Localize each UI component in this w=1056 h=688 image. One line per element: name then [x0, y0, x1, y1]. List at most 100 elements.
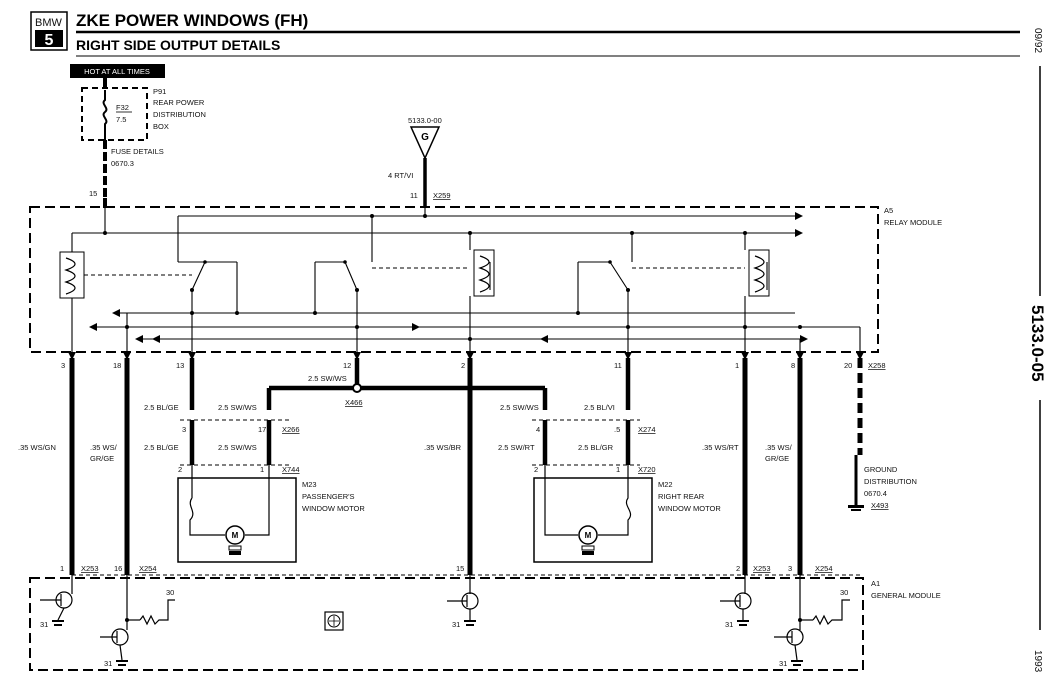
pin-2b: 2 [534, 465, 538, 474]
pin-1a: 1 [260, 465, 264, 474]
a1-connector-x254b: X254 [815, 564, 833, 573]
connector-x274: X274 [638, 425, 656, 434]
wire-sw-ws-left-bottom: 2.5 SW/WS [218, 443, 257, 452]
fuse-box-id: P91 [153, 87, 166, 96]
hot-at-all-times-label: HOT AT ALL TIMES [84, 67, 150, 76]
a5-pin-13: 13 [176, 361, 184, 370]
wire-bl-ge-top: 2.5 BL/GE [144, 403, 179, 412]
wire-ws-br: .35 WS/BR [424, 443, 462, 452]
fuse-pin: 15 [89, 189, 97, 198]
fuse-section: HOT AT ALL TIMES F32 7.5 P91 REAR POWER … [70, 64, 206, 208]
motor-m23: M M23 PASSENGER'S WINDOW MOTOR [177, 465, 365, 563]
connector-labels: 3 17 X266 2 1 X744 4 .5 X274 2 1 X720 [178, 425, 656, 474]
ground-dist-ref: 0670.4 [864, 489, 887, 498]
pin-5: .5 [614, 425, 620, 434]
a1-gnd-31-d: 31 [725, 620, 733, 629]
connector-x466: X466 [345, 398, 363, 407]
page-title: ZKE POWER WINDOWS (FH) [76, 11, 308, 30]
wire-bl-ge-bottom: 2.5 BL/GE [144, 443, 179, 452]
a1-pin-3: 3 [788, 564, 792, 573]
hot-at-all-times-badge [70, 64, 165, 78]
general-module: A1 GENERAL MODULE 1 X253 16 X254 15 2 X2… [29, 564, 941, 671]
a1-gnd-31-e: 31 [779, 659, 787, 668]
series-number: 5 [45, 32, 54, 49]
pin-1b: 1 [616, 465, 620, 474]
svg-text:M: M [585, 531, 592, 540]
general-module-id: A1 [871, 579, 880, 588]
relay-coil-3-icon [748, 249, 770, 297]
motor-m22: M M22 RIGHT REAR WINDOW MOTOR [533, 465, 721, 563]
ground-distribution: GROUND DISTRIBUTION 0670.4 X493 [848, 455, 917, 511]
g-symbol: G [421, 132, 429, 143]
a1-30-right: 30 [840, 588, 848, 597]
relay-coil-1-icon [59, 251, 85, 299]
a5-pins: 3 18 13 12 2 11 1 8 20 X258 [61, 361, 886, 370]
pin-3: 3 [182, 425, 186, 434]
a5-pin-connector: X258 [868, 361, 886, 370]
margin-info: 09/92 5133.0-05 1993 [1028, 28, 1047, 673]
g-pin: 11 [410, 191, 418, 200]
a1-gnd-31-b: 31 [104, 659, 112, 668]
fuse-box-desc-3: BOX [153, 122, 169, 131]
ground-x493-icon [848, 505, 864, 511]
g-junction: 5133.0-00 G 4 RT/VI 11 X259 [388, 116, 451, 208]
fuse-details-label: FUSE DETAILS [111, 147, 164, 156]
motor-m23-line2: WINDOW MOTOR [302, 504, 365, 513]
page-subtitle: RIGHT SIDE OUTPUT DETAILS [76, 37, 280, 53]
connector-x266: X266 [282, 425, 300, 434]
a1-connector-x253b: X253 [753, 564, 771, 573]
a1-gnd-31-c: 31 [452, 620, 460, 629]
wire-ws-rt: .35 WS/RT [702, 443, 739, 452]
relay-module-name: RELAY MODULE [884, 218, 942, 227]
svg-text:M: M [232, 531, 239, 540]
general-module-name: GENERAL MODULE [871, 591, 941, 600]
relay-module-id: A5 [884, 206, 893, 215]
a1-gnd-31-a: 31 [40, 620, 48, 629]
fuse-amp: 7.5 [116, 115, 126, 124]
wire-ws-gr-ge-2a: .35 WS/ [765, 443, 793, 452]
wire-ws-gr-ge-1a: .35 WS/ [90, 443, 118, 452]
relay-module-outline [29, 206, 879, 353]
motor-m23-icon [225, 525, 245, 545]
year: 1993 [1032, 650, 1043, 673]
a5-pin-11: 11 [614, 361, 622, 370]
wire-ws-gn: .35 WS/GN [18, 443, 56, 452]
wire-bl-gr: 2.5 BL/GR [578, 443, 614, 452]
a5-pin-1: 1 [735, 361, 739, 370]
ground-dist-line1: GROUND [864, 465, 898, 474]
series-badge [35, 30, 63, 47]
connector-x744: X744 [282, 465, 300, 474]
general-module-outline [29, 577, 864, 671]
connector-x493: X493 [871, 501, 889, 510]
g-connector: X259 [433, 191, 451, 200]
a5-pin-3: 3 [61, 361, 65, 370]
g-wire: 4 RT/VI [388, 171, 413, 180]
page-code: 5133.0-05 [1028, 305, 1047, 382]
a5-pin-2: 2 [461, 361, 465, 370]
control-unit-icon [324, 611, 344, 631]
a1-pin-15: 15 [456, 564, 464, 573]
wire-sw-ws: 2.5 SW/WS [308, 374, 347, 383]
motor-m22-id: M22 [658, 480, 673, 489]
a1-pin-1: 1 [60, 564, 64, 573]
pin-2a: 2 [178, 465, 182, 474]
relay-module: A5 RELAY MODULE [29, 206, 942, 353]
wire-ws-gr-ge-1b: GR/GE [90, 454, 114, 463]
a5-pin-20: 20 [844, 361, 852, 370]
wire-labels: 2.5 SW/WS X466 2.5 BL/GE 2.5 SW/WS 2.5 S… [18, 374, 793, 463]
wire-sw-ws-right: 2.5 SW/WS [500, 403, 539, 412]
connector-x720: X720 [638, 465, 656, 474]
a1-connector-x253a: X253 [81, 564, 99, 573]
splice-x466 [352, 383, 362, 393]
pin-17: 17 [258, 425, 266, 434]
g-ref: 5133.0-00 [408, 116, 442, 125]
wire-ws-gr-ge-2b: GR/GE [765, 454, 789, 463]
header: BMW 5 ZKE POWER WINDOWS (FH) RIGHT SIDE … [30, 11, 1020, 57]
ground-icons [52, 620, 803, 666]
a1-connector-x254a: X254 [139, 564, 157, 573]
motor-m22-line2: WINDOW MOTOR [658, 504, 721, 513]
wires [69, 358, 863, 575]
a5-pin-18: 18 [113, 361, 121, 370]
wire-sw-ws-left-top: 2.5 SW/WS [218, 403, 257, 412]
